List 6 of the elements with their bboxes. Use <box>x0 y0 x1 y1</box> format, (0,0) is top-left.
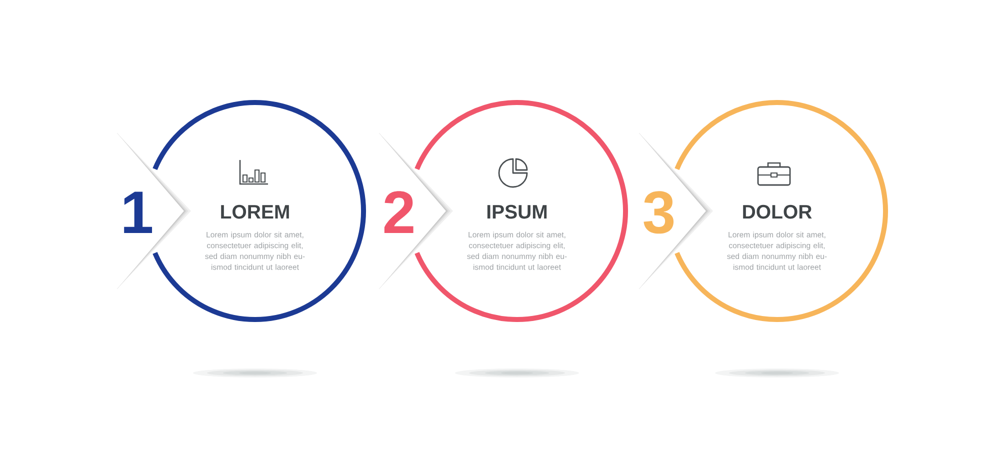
chevron: 2 <box>379 133 453 289</box>
chevron: 3 <box>639 133 713 289</box>
heading: DOLOR <box>743 204 812 219</box>
chevron: 1 <box>117 133 191 289</box>
heading: LOREM <box>221 204 289 219</box>
heading: IPSUM <box>487 204 547 219</box>
